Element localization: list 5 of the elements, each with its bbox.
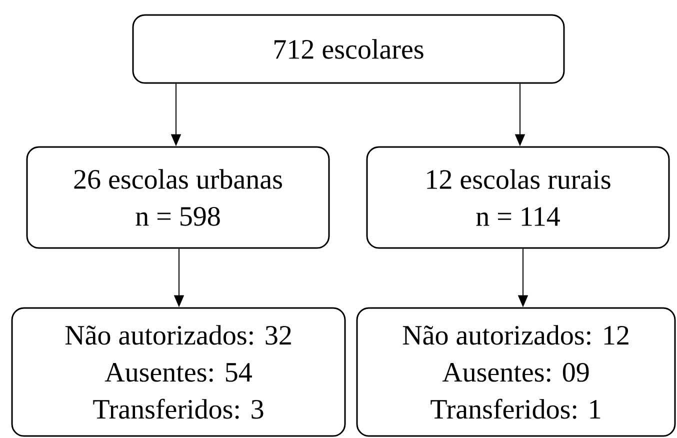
flow-box: 26 escolas urbanas n = 598 xyxy=(26,146,330,249)
flow-box: 712 escolares xyxy=(132,14,565,84)
flow-box: Não autorizados: 12 Ausentes: 09 Transferidos: 1 xyxy=(356,307,676,437)
flow-box: Não autorizados: 32 Ausentes: 54 Transferidos: 3 xyxy=(11,307,346,437)
flow-box: 12 escolas rurais n = 114 xyxy=(366,146,670,249)
